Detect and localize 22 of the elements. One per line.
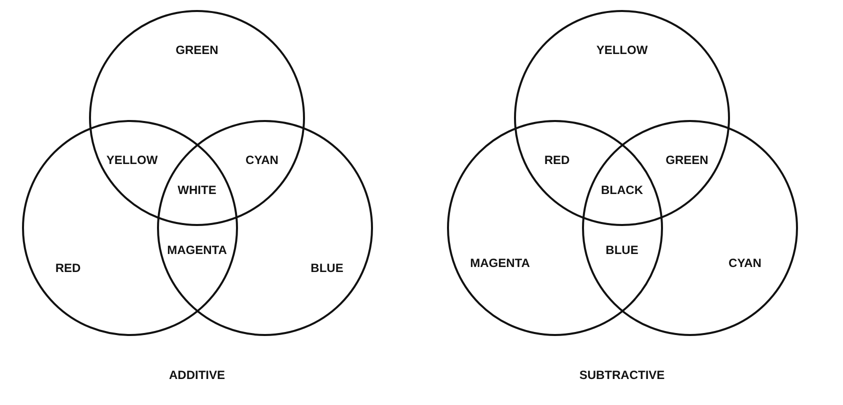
region-label: MAGENTA xyxy=(470,256,530,270)
region-label: GREEN xyxy=(666,153,708,167)
region-label: MAGENTA xyxy=(167,243,227,257)
diagram-caption: ADDITIVE xyxy=(169,368,225,382)
venn-circle xyxy=(447,120,663,336)
region-label: YELLOW xyxy=(106,153,158,167)
region-label: WHITE xyxy=(178,183,216,197)
venn-circle xyxy=(89,10,305,226)
region-label: BLACK xyxy=(601,183,643,197)
region-label: CYAN xyxy=(728,256,762,270)
region-label: BLUE xyxy=(310,261,344,275)
venn-circle xyxy=(582,120,798,336)
region-label: RED xyxy=(55,261,81,275)
venn-circle xyxy=(514,10,730,226)
region-label: GREEN xyxy=(176,43,218,57)
region-label: RED xyxy=(544,153,570,167)
region-label: YELLOW xyxy=(596,43,648,57)
region-label: BLUE xyxy=(606,243,638,257)
region-label: CYAN xyxy=(246,153,278,167)
venn-circle xyxy=(157,120,373,336)
venn-circle xyxy=(22,120,238,336)
diagram-caption: SUBTRACTIVE xyxy=(579,368,665,382)
